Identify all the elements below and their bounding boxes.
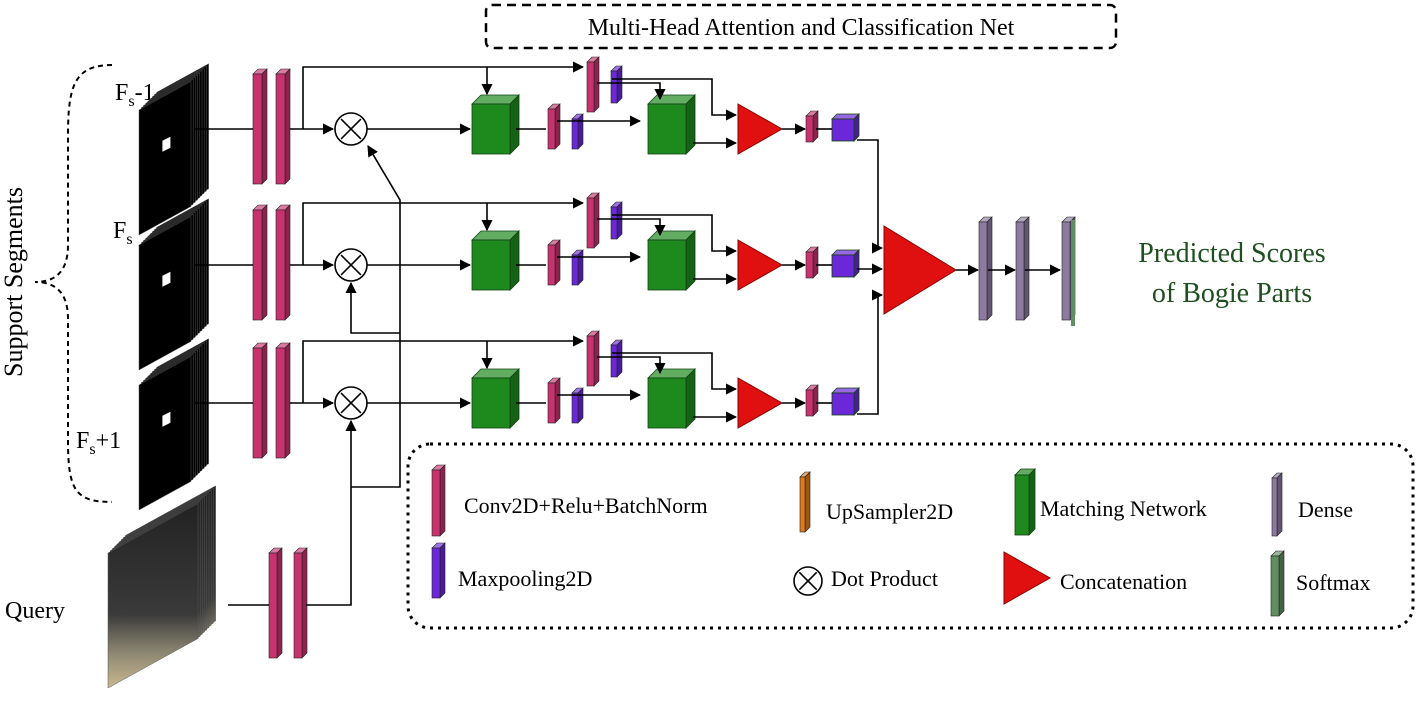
dense-block <box>978 216 993 321</box>
segment-spot <box>162 136 171 152</box>
frame-label-curr: Fs <box>113 218 133 248</box>
maxpool-block <box>831 249 860 278</box>
maxpool-block <box>831 113 860 142</box>
connector-arrow <box>302 197 585 265</box>
support-frame-next <box>138 338 209 511</box>
legend-box <box>406 442 1415 630</box>
connector-arrow <box>597 356 666 375</box>
query-label: Query <box>5 598 65 624</box>
conv-block <box>275 342 291 459</box>
maxpool-block <box>610 339 623 378</box>
legend-upsampler-icon <box>799 471 811 533</box>
concatenation-node <box>737 377 784 429</box>
segment-spot <box>162 271 171 287</box>
support-frame-prev <box>138 63 209 236</box>
matching-network-block <box>471 368 520 429</box>
conv-block <box>293 547 308 659</box>
query-image <box>107 485 216 689</box>
conv-block <box>586 330 600 387</box>
matching-network-block <box>647 230 696 291</box>
dense-block <box>1015 216 1030 321</box>
legend-softmax-label: Softmax <box>1296 570 1371 595</box>
connector-arrow <box>306 419 357 606</box>
connector-arrow <box>612 78 738 121</box>
legend-dot-label: Dot Product <box>831 566 938 591</box>
softmax-block <box>1071 220 1075 326</box>
matching-network-block <box>647 94 696 155</box>
segment-spot <box>162 411 171 427</box>
dot-product-node <box>334 386 368 420</box>
maxpool-block <box>571 249 584 286</box>
merge-arrow-bottom <box>857 289 884 415</box>
conv-block <box>805 384 819 417</box>
connector-arrow <box>597 218 666 237</box>
legend-dense-icon <box>1271 472 1283 537</box>
legend-upsampler-label: UpSampler2D <box>826 499 953 524</box>
connector-arrow <box>351 145 401 488</box>
merge-arrow-top <box>857 139 884 254</box>
frame-label-next: Fs+1 <box>76 428 121 458</box>
connector-arrow <box>302 61 585 129</box>
legend-dot-product-icon <box>793 566 823 596</box>
support-brace <box>34 64 113 503</box>
dot-product-node <box>334 112 368 146</box>
conv-block <box>586 192 600 249</box>
predicted-scores-label-line2: of Bogie Parts <box>1152 278 1312 309</box>
conv-block <box>547 377 561 424</box>
matching-network-block <box>471 94 520 155</box>
branch-next <box>195 330 860 459</box>
conv-block <box>805 110 819 143</box>
connector-arrow <box>612 352 738 395</box>
support-segments-label: Support Segments <box>0 187 28 377</box>
legend-maxpool-icon <box>431 542 446 599</box>
legend-conv-label: Conv2D+Relu+BatchNorm <box>464 493 708 518</box>
matching-network-block <box>647 368 696 429</box>
concatenation-node <box>737 103 784 155</box>
conv-block <box>275 204 291 321</box>
conv-block <box>805 246 819 279</box>
title-box <box>484 3 1118 50</box>
predicted-scores-label-line1: Predicted Scores <box>1138 238 1325 269</box>
legend-maxpool-label: Maxpooling2D <box>458 566 592 591</box>
connector-arrow <box>345 281 400 334</box>
legend-matching-label: Matching Network <box>1040 496 1207 521</box>
legend-softmax-icon <box>1270 550 1285 617</box>
concatenation-node <box>737 239 784 291</box>
legend-concat-label: Concatenation <box>1060 569 1187 594</box>
final-concatenation-node <box>883 225 957 315</box>
conv-block <box>252 68 268 185</box>
conv-block <box>275 68 291 185</box>
maxpool-block <box>571 113 584 150</box>
conv-block <box>268 547 283 659</box>
conv-block <box>586 56 600 113</box>
conv-block <box>547 103 561 150</box>
legend-concatenation-icon <box>1003 551 1052 605</box>
dot-product-node <box>334 248 368 282</box>
maxpool-block <box>610 201 623 240</box>
support-frame-curr <box>138 198 209 371</box>
legend-matching-icon <box>1014 468 1036 536</box>
diagram-title: Multi-Head Attention and Classification … <box>588 15 1015 41</box>
legend-dense-label: Dense <box>1298 497 1353 522</box>
matching-network-block <box>471 230 520 291</box>
branch-prev <box>195 56 860 185</box>
maxpool-block <box>610 65 623 104</box>
conv-block <box>252 204 268 321</box>
query-branch <box>228 145 401 659</box>
conv-block <box>547 239 561 286</box>
conv-block <box>252 342 268 459</box>
branch-curr <box>195 192 860 321</box>
connector-arrow <box>302 335 585 403</box>
maxpool-block <box>571 387 584 424</box>
legend-conv-icon <box>431 464 446 537</box>
connector-arrow <box>597 82 666 101</box>
connector-arrow <box>612 214 738 257</box>
maxpool-block <box>831 387 860 416</box>
frame-label-prev: Fs-1 <box>115 80 155 110</box>
